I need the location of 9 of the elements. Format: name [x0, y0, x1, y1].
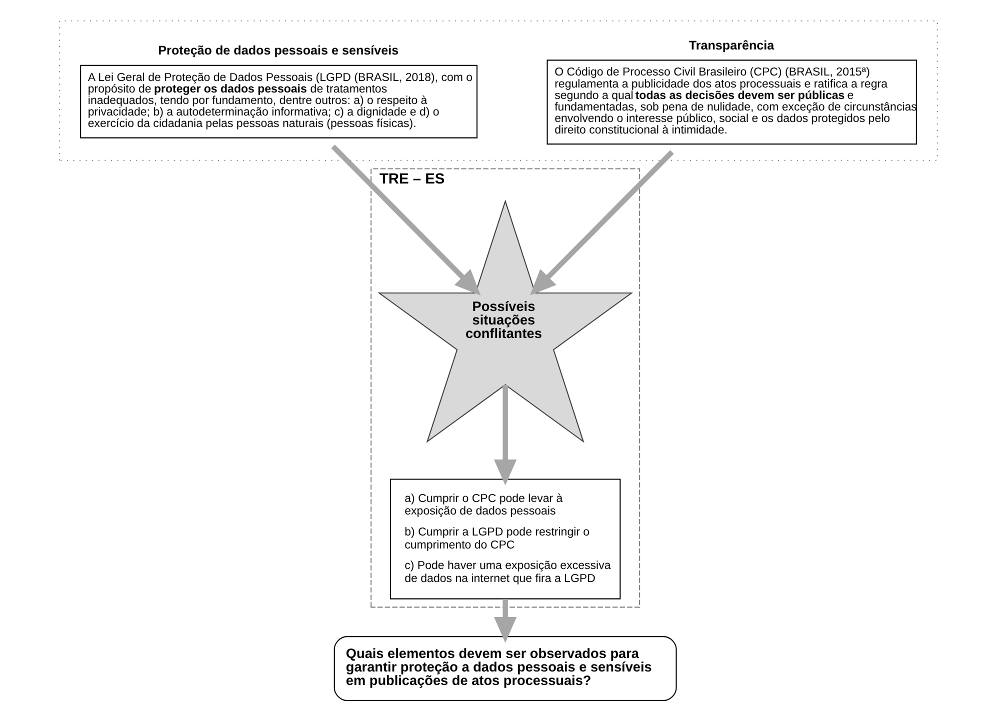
node-box: O Código de Processo Civil Brasileiro (CPC) (BRASIL, 2015ª) regulamenta a publicidade dos atos processuais e ratifica a regra segundo a qual todas as decisões devem ser públicas e fundamentadas, sob pena de nulidade, com exceção de circunstâncias envolvendo o interesse público, social e os dados protegidos pelo direito constitucional à intimidade. — [546, 60, 917, 145]
node-box: a) Cumprir o CPC pode levar à exposição de dados pessoais b) Cumprir a LGPD pode restringir o cumprimento do CPC c) Pode haver uma exposição excessiva de dados na internet que fira a LGPD — [390, 478, 621, 600]
arrow — [494, 598, 517, 643]
node-box: A Lei Geral de Proteção de Dados Pessoais (LGPD (BRASIL, 2018), com o propósito de proteger os dados pessoais de tratamentos inadequados, tendo por fundamento, dentre outros: a) o respeito à privacidade; b) a autodeterminação informativa; c) a dignidade e d) o exercício da cidadania pelas pessoas naturais (pessoas físicas). — [80, 64, 478, 138]
node-box: Quais elementos devem ser observados para garantir proteção a dados pessoais e sensíveis em publicações de atos processuais? — [334, 636, 677, 702]
node-label: Proteção de dados pessoais e sensíveis — [158, 44, 399, 58]
arrow — [331, 144, 481, 296]
cluster — [59, 20, 938, 161]
node-label: Transparência — [688, 38, 774, 52]
